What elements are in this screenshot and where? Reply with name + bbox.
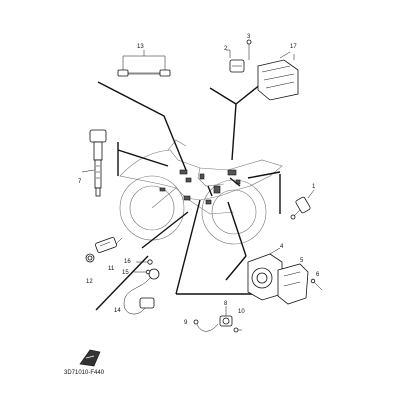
ignition-coil-part-7 xyxy=(81,129,107,197)
callout-7: 7 xyxy=(78,179,82,185)
callout-4: 4 xyxy=(280,244,284,250)
sensor-part-2 xyxy=(226,49,245,73)
wire-harness-part-13 xyxy=(117,50,171,77)
sensor-part-14 xyxy=(123,268,160,315)
sensor-part-8 xyxy=(219,306,233,327)
sensor-cover-part-5 xyxy=(277,263,309,305)
callout-labels: 1 2 3 4 5 6 7 8 9 10 11 12 13 14 15 16 1… xyxy=(78,34,320,326)
o-ring-part-12 xyxy=(85,253,95,263)
o-ring-part-9 xyxy=(193,319,219,332)
motorcycle-outline xyxy=(119,139,283,245)
callout-14: 14 xyxy=(114,308,121,314)
sensor-part-1 xyxy=(290,189,315,220)
reference-code: 3D71010-F440 xyxy=(64,370,105,376)
callout-15: 15 xyxy=(122,270,129,276)
callout-8: 8 xyxy=(224,301,228,307)
bolt-part-16 xyxy=(136,259,153,265)
callout-3: 3 xyxy=(247,34,251,40)
callout-2: 2 xyxy=(224,46,228,52)
screw-part-6 xyxy=(310,278,323,291)
callout-16: 16 xyxy=(124,259,131,265)
ecu-part-17 xyxy=(257,51,299,101)
throttle-sensor-part-4 xyxy=(247,247,283,301)
front-arrow-icon xyxy=(79,349,101,367)
bolt-part-10 xyxy=(233,327,242,333)
callout-11: 11 xyxy=(108,266,115,272)
callout-10: 10 xyxy=(238,309,245,315)
screw-part-3 xyxy=(246,39,252,60)
callout-5: 5 xyxy=(300,258,304,264)
callout-13: 13 xyxy=(137,44,144,50)
callout-17: 17 xyxy=(290,44,297,50)
callout-1: 1 xyxy=(312,184,316,190)
callout-12: 12 xyxy=(86,279,93,285)
callout-6: 6 xyxy=(316,272,320,278)
speed-sensor-part-11 xyxy=(95,237,123,253)
callout-9: 9 xyxy=(184,320,188,326)
bolt-part-15 xyxy=(134,269,151,275)
